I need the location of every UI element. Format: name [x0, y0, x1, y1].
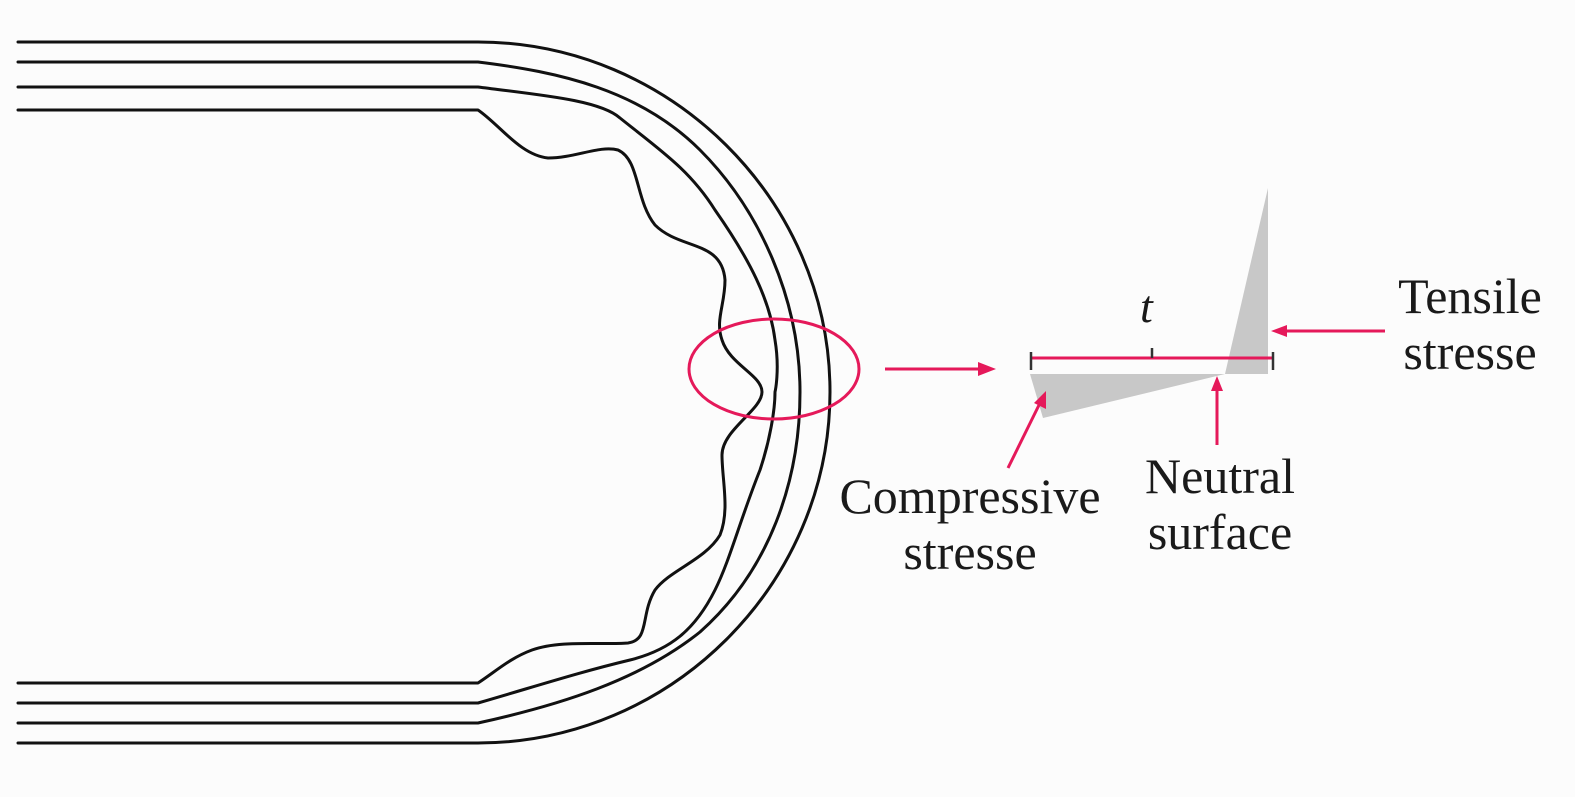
tensile-label-line-1: Tensile — [1398, 268, 1542, 324]
neutral-label-line-2: surface — [1147, 504, 1293, 560]
tensile-label: Tensile stresse — [1370, 268, 1570, 380]
neutral-pointer-head — [1211, 376, 1223, 391]
compressive-label-line-1: Compressive — [839, 468, 1101, 524]
highlight-ellipse — [687, 317, 861, 421]
neutral-label: Neutral surface — [1120, 448, 1320, 560]
tensile-label-line-2: stresse — [1403, 324, 1537, 380]
compressive-label: Compressive stresse — [820, 468, 1120, 580]
compressive-pointer-head — [1034, 391, 1046, 409]
neutral-label-line-1: Neutral — [1145, 448, 1295, 504]
tensile-pointer-head — [1271, 325, 1287, 337]
compressive-pointer-line — [1006, 402, 1042, 469]
compressive-label-line-2: stresse — [903, 524, 1037, 580]
layer-inner — [16, 108, 764, 685]
layer-outer — [16, 40, 832, 745]
compressive-stress-area — [1030, 374, 1225, 418]
layer-third — [16, 85, 779, 705]
tensile-stress-area — [1225, 188, 1268, 374]
thickness-label: t — [1140, 281, 1153, 332]
layer-second — [16, 60, 802, 725]
zoom-arrow-head — [978, 362, 996, 376]
